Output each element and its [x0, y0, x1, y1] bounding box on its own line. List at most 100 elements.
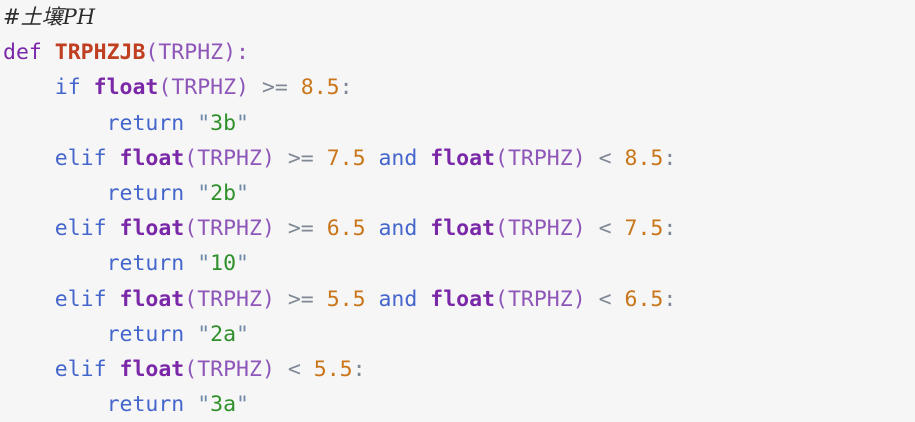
code-token: elif	[54, 145, 107, 171]
code-token	[586, 287, 599, 312]
code-token: return	[106, 392, 185, 418]
code-line[interactable]: elif float(TRPHZ) >= 6.5 and float(TRPHZ…	[0, 211, 915, 246]
code-token: (	[495, 286, 508, 312]
code-indent	[3, 111, 107, 136]
code-token: )	[236, 75, 249, 101]
code-token	[586, 146, 599, 171]
code-token: :	[236, 40, 249, 66]
code-token: (	[184, 216, 198, 242]
code-token: "	[197, 180, 211, 206]
code-token	[301, 357, 314, 382]
code-token	[275, 146, 288, 171]
code-line[interactable]: return "2b"	[0, 176, 915, 211]
code-token: and	[378, 286, 418, 312]
code-token: float	[430, 216, 496, 242]
code-line[interactable]: return "2a"	[0, 317, 915, 352]
code-line[interactable]: def TRPHZJB(TRPHZ):	[0, 35, 915, 70]
code-token: "	[197, 251, 211, 277]
code-token	[417, 146, 430, 171]
code-line[interactable]: return "10"	[0, 246, 915, 281]
code-line[interactable]: return "3b"	[0, 106, 915, 141]
code-token: (	[184, 286, 198, 312]
code-token: TRPHZ	[507, 145, 573, 171]
code-token	[417, 287, 430, 312]
code-token: "	[197, 321, 211, 347]
code-token	[107, 287, 120, 312]
code-token	[81, 75, 94, 100]
code-token	[184, 392, 197, 417]
code-token: TRPHZ	[507, 286, 573, 312]
code-token	[249, 75, 262, 100]
code-token: )	[223, 40, 237, 66]
code-line[interactable]: elif float(TRPHZ) >= 7.5 and float(TRPHZ…	[0, 141, 915, 176]
code-token: (	[495, 145, 508, 171]
code-line[interactable]: #土壤PH	[0, 0, 915, 35]
code-indent	[3, 181, 107, 206]
code-token	[184, 322, 197, 347]
code-token: 5.5	[326, 286, 366, 312]
code-token: )	[261, 286, 275, 312]
code-token	[184, 251, 197, 276]
code-token: 6.5	[326, 216, 366, 242]
code-token: 8.5	[300, 75, 340, 101]
code-token: elif	[54, 286, 107, 312]
code-token: 2b	[210, 180, 237, 206]
code-token	[366, 287, 379, 312]
code-token	[366, 146, 379, 171]
code-token: >=	[287, 286, 314, 312]
code-token: float	[119, 145, 185, 171]
code-token: <	[598, 286, 612, 312]
code-token: 3b	[210, 110, 237, 136]
code-token: return	[106, 251, 185, 277]
code-token: >=	[287, 216, 314, 242]
code-token: "	[236, 321, 249, 347]
code-token: TRPHZJB	[54, 40, 146, 66]
code-token	[366, 216, 379, 241]
code-token: #土壤PH	[3, 5, 96, 29]
code-token	[275, 287, 288, 312]
code-token	[586, 216, 599, 241]
code-token: 10	[210, 251, 237, 277]
code-token: 2a	[210, 321, 237, 347]
code-token: TRPHZ	[158, 40, 224, 66]
code-token: >=	[261, 75, 288, 101]
code-token: "	[197, 392, 211, 418]
code-token: )	[572, 145, 586, 171]
code-token: >=	[287, 145, 314, 171]
code-token: )	[261, 145, 275, 171]
code-token: 7.5	[326, 145, 366, 171]
code-token	[107, 146, 120, 171]
code-token: :	[663, 216, 677, 242]
code-line[interactable]: return "3a"	[0, 387, 915, 422]
code-token: TRPHZ	[507, 216, 573, 242]
code-indent	[3, 146, 55, 171]
code-token: (	[184, 145, 198, 171]
code-token: <	[287, 356, 301, 382]
code-line[interactable]: elif float(TRPHZ) < 5.5:	[0, 352, 915, 387]
code-token: return	[106, 180, 185, 206]
code-token	[107, 216, 120, 241]
code-token	[612, 216, 625, 241]
code-token: def	[3, 40, 42, 66]
code-line[interactable]: elif float(TRPHZ) >= 5.5 and float(TRPHZ…	[0, 282, 915, 317]
code-token: (	[145, 40, 159, 66]
code-token	[612, 287, 625, 312]
code-indent	[3, 251, 107, 276]
code-token: )	[572, 286, 586, 312]
code-token: float	[119, 356, 185, 382]
code-token: 8.5	[624, 145, 664, 171]
code-indent	[3, 357, 55, 382]
code-token	[417, 216, 430, 241]
code-token	[184, 111, 197, 136]
code-token	[275, 216, 288, 241]
code-token: "	[197, 110, 211, 136]
code-token: :	[339, 75, 353, 101]
code-token: TRPHZ	[197, 216, 262, 242]
code-token: TRPHZ	[197, 356, 262, 382]
code-token: "	[236, 392, 249, 418]
code-token: float	[93, 75, 159, 101]
code-token: return	[106, 110, 185, 136]
code-token: <	[598, 145, 612, 171]
code-line[interactable]: if float(TRPHZ) >= 8.5:	[0, 70, 915, 105]
